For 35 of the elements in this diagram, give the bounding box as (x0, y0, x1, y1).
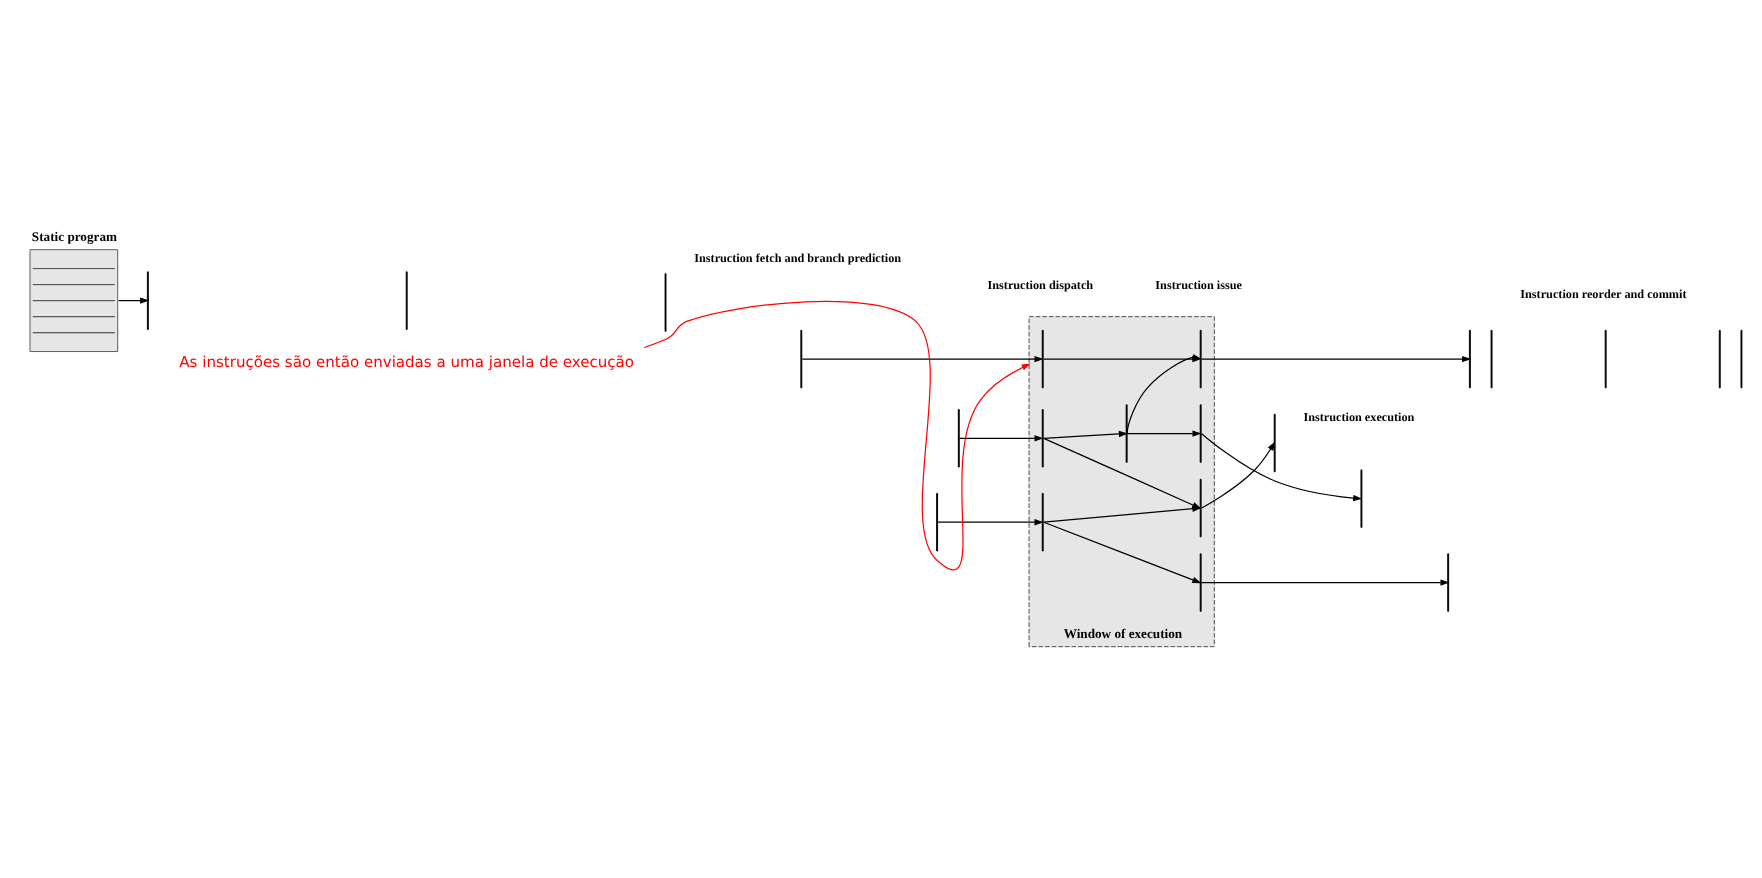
node-bar (1199, 553, 1202, 612)
node-bar (1360, 469, 1363, 528)
node-bar (1125, 404, 1128, 463)
arrow (958, 435, 1044, 442)
node-bar (1199, 478, 1202, 538)
node-bar (1199, 404, 1202, 463)
node-bar (1041, 493, 1044, 552)
node-bar (1718, 329, 1721, 389)
node-bar (1468, 329, 1471, 389)
arrow (1201, 579, 1450, 586)
node-bar (405, 271, 408, 330)
node-bar (1740, 329, 1743, 389)
node-bar (957, 409, 960, 468)
arrow (1043, 430, 1128, 439)
node-bar (1041, 329, 1044, 389)
arrow (937, 519, 1044, 526)
node-bar (1447, 553, 1450, 612)
arrow (1201, 433, 1363, 502)
arrow (1126, 430, 1202, 437)
node-bar (664, 273, 667, 332)
node-bar (1273, 413, 1276, 473)
node-bar (1604, 329, 1607, 389)
node-bar (800, 329, 803, 389)
arrow (801, 355, 1044, 363)
arrow (1201, 355, 1472, 363)
node-bar (146, 271, 149, 330)
node-bar (1199, 329, 1202, 389)
arrow (643, 300, 1031, 571)
arrow (1043, 505, 1202, 523)
node-bar (1041, 409, 1044, 468)
arrow (1043, 521, 1202, 584)
node-bar (936, 493, 939, 552)
arrow (118, 297, 150, 304)
arrow (1201, 441, 1276, 509)
node-bar (1490, 329, 1493, 389)
